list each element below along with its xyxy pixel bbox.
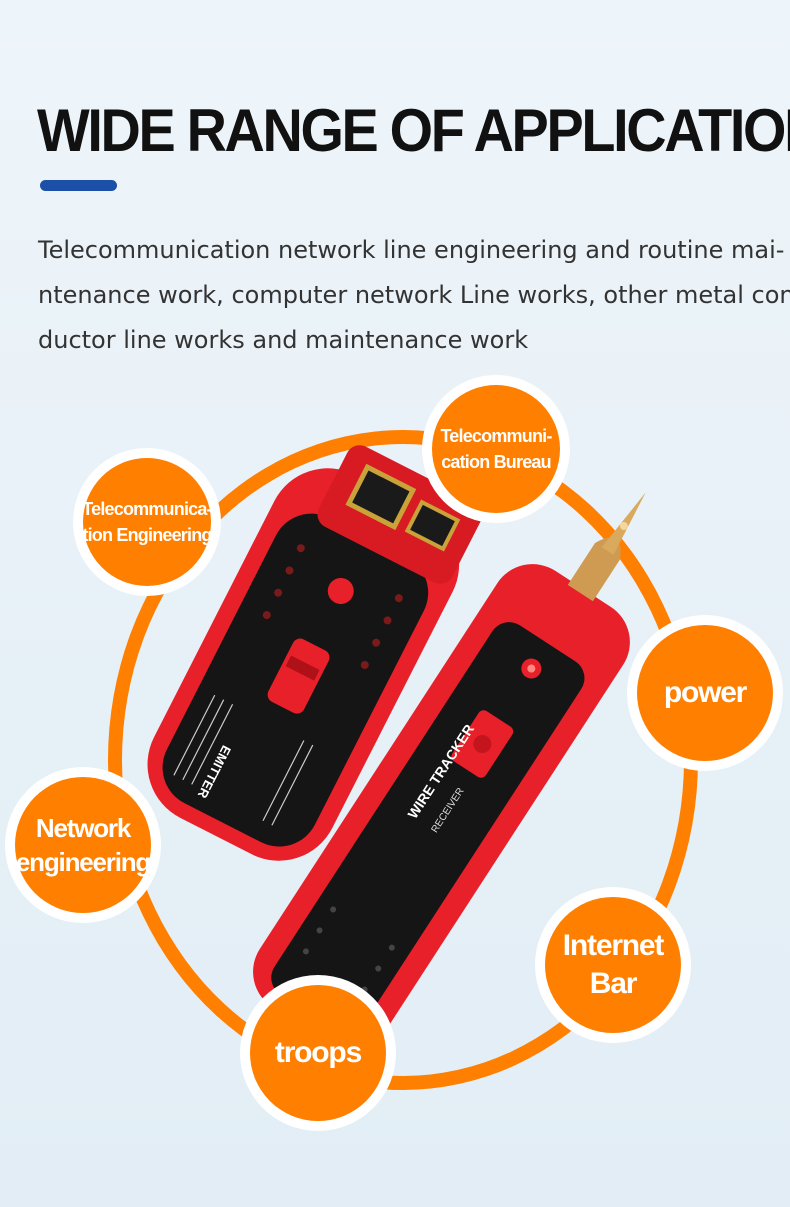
bubble-text: cation Bureau	[441, 452, 551, 472]
bubble-text: engineering	[15, 847, 151, 877]
bubble-text: Telecommuni-	[440, 426, 552, 446]
description-line: ductor line works and maintenance work	[38, 326, 529, 354]
bubble-text: Internet	[562, 929, 665, 962]
description-line: Telecommunication network line engineeri…	[38, 236, 785, 264]
emitter-device: EMITTER	[147, 445, 483, 861]
description-line: ntenance work, computer network Line wor…	[38, 281, 790, 309]
bubble-telecom-engineering: Telecommunica- tion Engineering	[82, 458, 213, 586]
bubble-text: power	[663, 676, 748, 709]
bubble-text: troops	[274, 1036, 362, 1069]
page-title: WIDE RANGE OF APPLICATION	[37, 97, 790, 164]
bubble-text: Telecommunica-	[82, 499, 212, 519]
receiver-device: WIRE TRACKER RECEIVER	[253, 492, 646, 1050]
description: Telecommunication network line engineeri…	[38, 228, 790, 363]
bubble-network-engineering: Network engineering	[15, 777, 151, 913]
bubble-troops: troops	[250, 985, 386, 1121]
probe-tip	[567, 537, 621, 602]
mode-slider	[267, 638, 330, 714]
bubble-text: tion Engineering	[82, 525, 212, 545]
bubble-text: Bar	[589, 967, 638, 1000]
bubble-text: Network	[35, 813, 131, 843]
title-accent-bar	[40, 180, 117, 191]
func-button	[327, 577, 354, 604]
bubble-power: power	[637, 625, 773, 761]
bubble-telecom-bureau: Telecommuni- cation Bureau	[432, 385, 560, 513]
bubble-internet-bar: Internet Bar	[545, 897, 681, 1033]
